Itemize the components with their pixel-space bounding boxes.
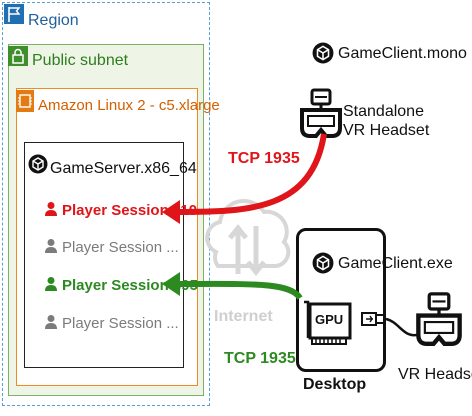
standalone-label-line1: Standalone bbox=[343, 103, 424, 120]
unity-logo-icon bbox=[312, 252, 334, 279]
subnet-label: Public subnet bbox=[32, 52, 129, 69]
user-icon bbox=[44, 314, 58, 335]
player-session-label: Player Session ... bbox=[62, 239, 179, 256]
cloud-icon bbox=[198, 182, 294, 299]
flag-icon bbox=[4, 4, 24, 24]
green-connection-arrow bbox=[175, 280, 303, 300]
tcp-label-top: TCP 1935 bbox=[228, 150, 300, 167]
user-icon bbox=[44, 276, 58, 297]
standalone-label-line2: VR Headset bbox=[343, 122, 430, 139]
region-container bbox=[2, 2, 210, 406]
internet-label: Internet bbox=[214, 308, 273, 325]
usb-icon bbox=[360, 308, 386, 335]
desktop-container bbox=[296, 228, 386, 372]
region-label: Region bbox=[28, 12, 79, 29]
desktop-label: Desktop bbox=[303, 376, 367, 393]
player-session-label: Player Session 110 bbox=[62, 202, 198, 219]
usb-cable bbox=[385, 317, 421, 337]
game-server-container bbox=[24, 142, 184, 368]
user-icon bbox=[44, 201, 58, 222]
client-exe-label: GameClient.exe bbox=[338, 255, 453, 272]
gpu-label: GPU bbox=[315, 312, 344, 327]
red-connection-arrow bbox=[175, 133, 327, 215]
vr-headset-label: VR Headset bbox=[398, 366, 472, 383]
lock-icon bbox=[8, 46, 28, 66]
tcp-label-bottom: TCP 1935 bbox=[224, 350, 296, 367]
chip-icon bbox=[16, 90, 34, 112]
unity-logo-icon bbox=[28, 154, 48, 179]
game-server-label: GameServer.x86_64 bbox=[50, 160, 197, 177]
green-arrowhead bbox=[162, 272, 180, 296]
instance-label: Amazon Linux 2 - c5.xlarge bbox=[38, 97, 220, 114]
player-session-label: Player Session 395 bbox=[62, 277, 198, 294]
red-arrowhead bbox=[162, 200, 180, 224]
unity-logo-icon bbox=[312, 42, 334, 69]
vr-headset-icon bbox=[298, 88, 344, 147]
user-icon bbox=[44, 238, 58, 259]
player-session-label: Player Session ... bbox=[62, 315, 179, 332]
gpu-card-icon bbox=[302, 298, 354, 353]
client-mono-label: GameClient.mono bbox=[338, 45, 467, 62]
vr-headset-icon bbox=[414, 290, 464, 357]
